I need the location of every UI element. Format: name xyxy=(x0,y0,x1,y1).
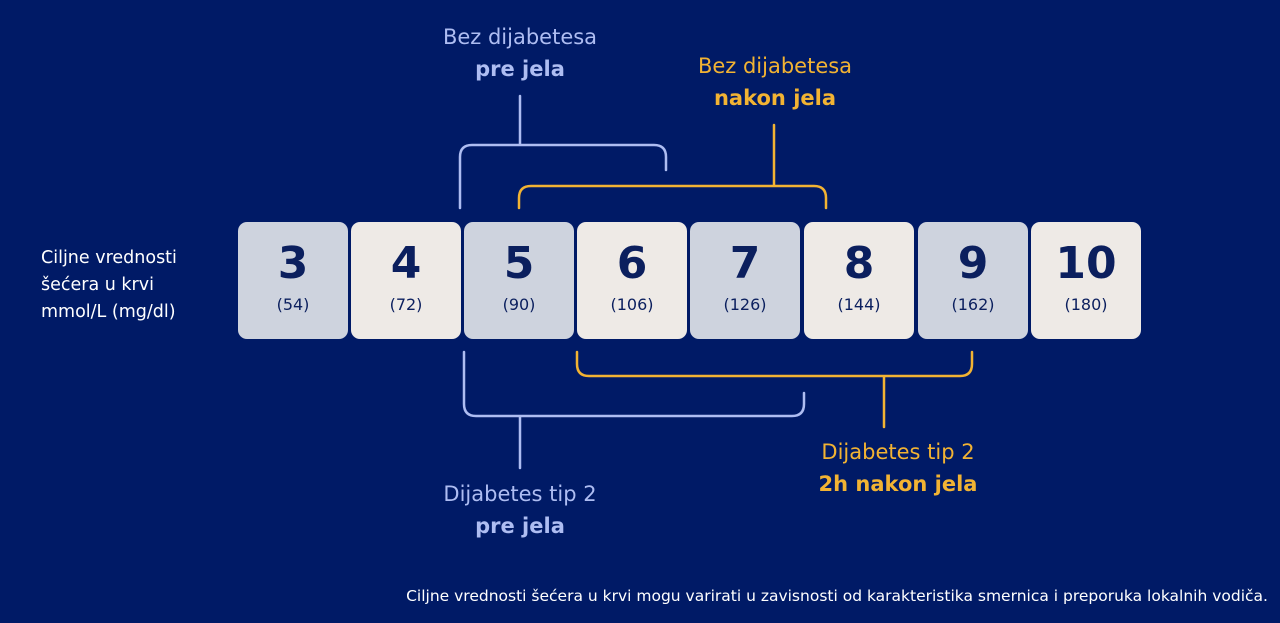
label-line-2: pre jela xyxy=(475,57,565,81)
label-line-2: 2h nakon jela xyxy=(818,472,978,496)
scale-value-mg: (72) xyxy=(389,295,423,314)
bracket-no-diabetes-after-meal xyxy=(517,123,828,210)
scale-value-mg: (162) xyxy=(951,295,995,314)
scale-value-mmol: 4 xyxy=(390,238,422,289)
label-line-1: Bez dijabetesa xyxy=(442,25,598,49)
scale-box-6: 6 (106) xyxy=(577,222,687,339)
scale-box-7: 7 (126) xyxy=(690,222,800,339)
label-type2-2h-after-meal: Dijabetes tip 2 2h nakon jela xyxy=(788,436,1008,500)
bracket-type2-before-meal xyxy=(462,350,806,470)
label-line-1: Dijabetes tip 2 xyxy=(443,482,597,506)
row-label-line-2: šećera u krvi xyxy=(41,275,154,295)
scale-box-8: 8 (144) xyxy=(804,222,914,339)
scale-value-mmol: 8 xyxy=(843,238,875,289)
label-type2-before-meal: Dijabetes tip 2 pre jela xyxy=(410,478,630,542)
label-line-1: Dijabetes tip 2 xyxy=(821,440,975,464)
scale-value-mg: (106) xyxy=(610,295,654,314)
row-label-line-3: mmol/L (mg/dl) xyxy=(41,302,176,322)
scale-box-9: 9 (162) xyxy=(918,222,1028,339)
label-line-1: Bez dijabetesa xyxy=(697,54,853,78)
scale-box-5: 5 (90) xyxy=(464,222,574,339)
scale-value-mmol: 7 xyxy=(729,238,761,289)
glucose-scale: 3 (54) 4 (72) 5 (90) 6 (106) 7 (126) 8 (… xyxy=(238,222,1141,339)
row-label-line-1: Ciljne vrednosti xyxy=(41,248,177,268)
scale-value-mg: (144) xyxy=(837,295,881,314)
scale-value-mmol: 5 xyxy=(503,238,535,289)
scale-value-mg: (90) xyxy=(502,295,536,314)
scale-value-mmol: 6 xyxy=(616,238,648,289)
scale-box-4: 4 (72) xyxy=(351,222,461,339)
scale-box-3: 3 (54) xyxy=(238,222,348,339)
scale-value-mg: (126) xyxy=(723,295,767,314)
scale-row-label: Ciljne vrednosti šećera u krvi mmol/L (m… xyxy=(41,245,231,326)
label-line-2: nakon jela xyxy=(713,86,837,110)
scale-value-mg: (54) xyxy=(276,295,310,314)
scale-value-mg: (180) xyxy=(1064,295,1108,314)
scale-value-mmol: 9 xyxy=(957,238,989,289)
label-no-diabetes-after-meal: Bez dijabetesa nakon jela xyxy=(675,50,875,114)
footnote: Ciljne vrednosti šećera u krvi mogu vari… xyxy=(406,587,1268,605)
scale-value-mmol: 10 xyxy=(1055,238,1117,289)
bracket-no-diabetes-before-meal xyxy=(458,94,668,210)
scale-box-10: 10 (180) xyxy=(1031,222,1141,339)
bracket-type2-2h-after-meal xyxy=(575,350,974,429)
scale-value-mmol: 3 xyxy=(277,238,309,289)
label-line-2: pre jela xyxy=(475,514,565,538)
label-no-diabetes-before-meal: Bez dijabetesa pre jela xyxy=(420,21,620,85)
